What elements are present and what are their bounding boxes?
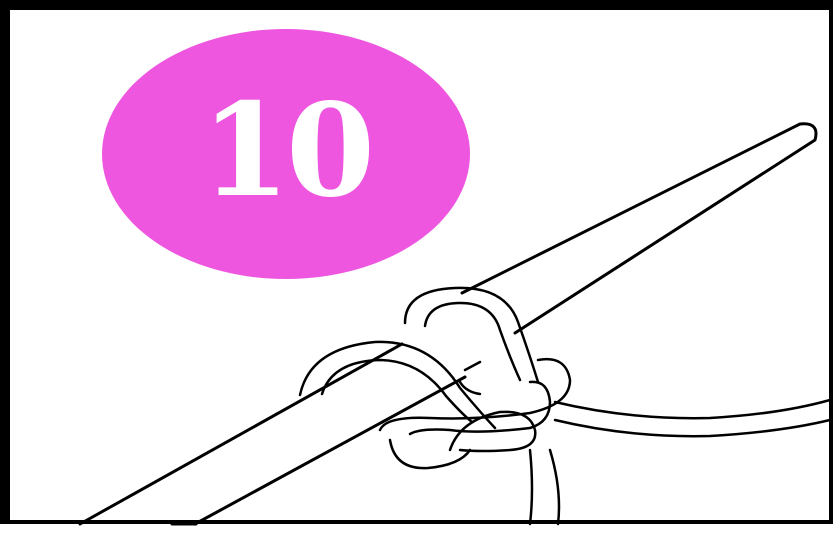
needle-upper-edge [462,124,816,333]
upper-loop-inner [425,303,520,380]
loop-accent-2 [465,362,480,370]
bottom-loop [390,440,470,468]
yarn-down-left [530,450,532,524]
yarn-down-right [550,450,559,524]
knitting-needle-with-yarn-loop-icon [10,10,833,534]
lower-loop-inner [410,382,550,434]
yarn-tail-upper [555,400,830,418]
needle-lower-edge [80,344,402,524]
yarn-tail-lower [555,420,830,436]
needle-lower-edge-2 [195,377,465,524]
